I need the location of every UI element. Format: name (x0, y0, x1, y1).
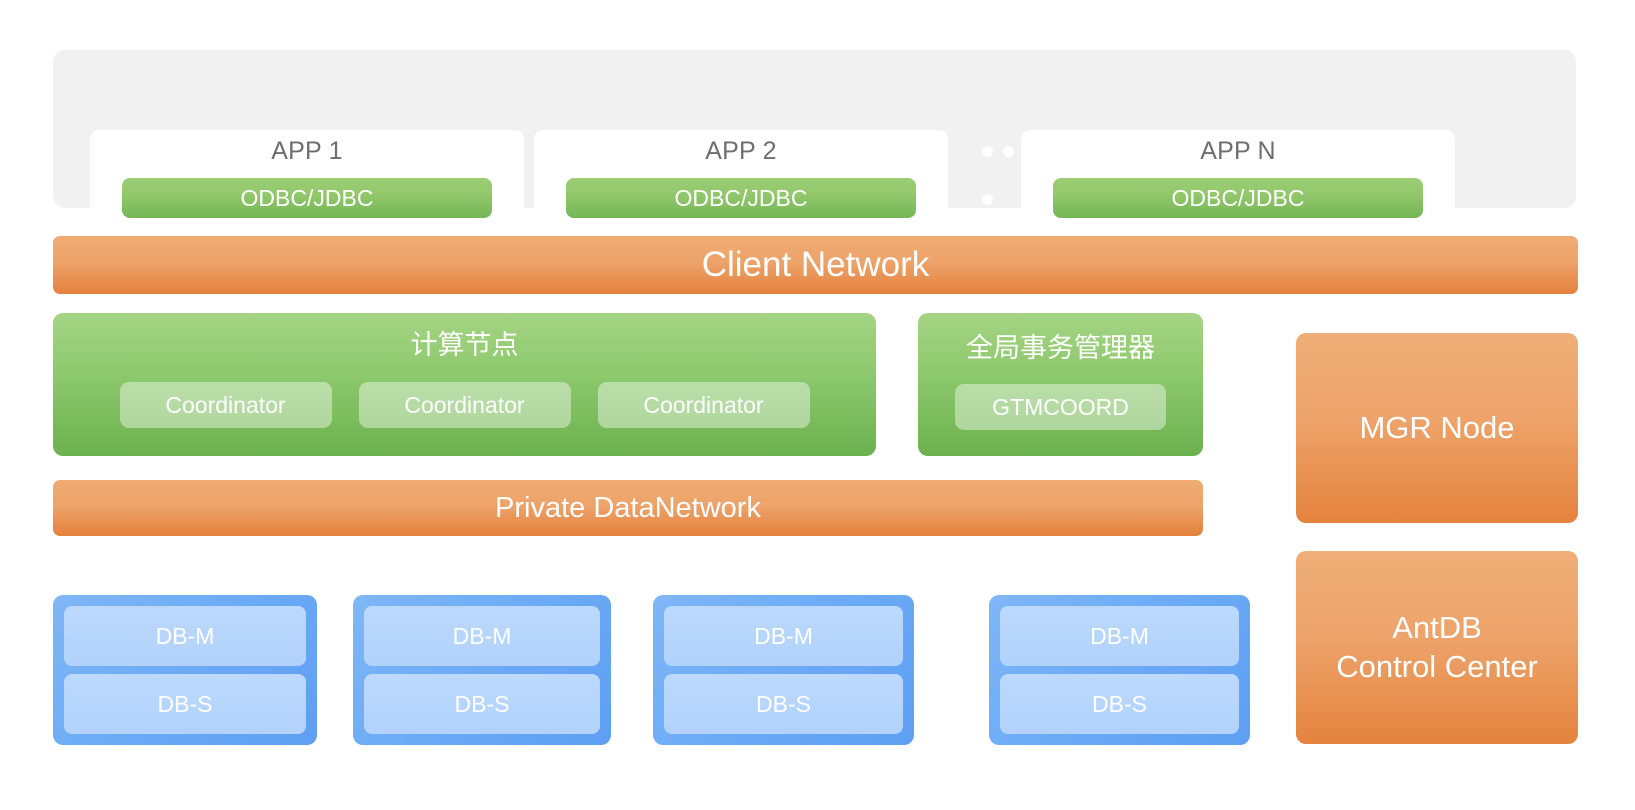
coordinator-node[interactable]: Coordinator (358, 382, 571, 428)
db-master-node[interactable]: DB-M (64, 606, 306, 666)
app-card-2[interactable]: APP 2 ODBC/JDBC (534, 130, 948, 228)
odbc-jdbc-connector[interactable]: ODBC/JDBC (122, 178, 492, 218)
global-transaction-manager-panel: 全局事务管理器 GTMCOORD (918, 313, 1203, 456)
control-center-line-2: Control Center (1336, 648, 1538, 684)
database-group[interactable]: DB-M DB-S (989, 595, 1250, 745)
database-group[interactable]: DB-M DB-S (653, 595, 914, 745)
gtmcoord-row: GTMCOORD (918, 384, 1203, 430)
odbc-jdbc-connector[interactable]: ODBC/JDBC (1053, 178, 1423, 218)
compute-node-title: 计算节点 (410, 330, 519, 360)
compute-node-panel: 计算节点 Coordinator Coordinator Coordinator (53, 313, 876, 456)
coordinator-row: Coordinator Coordinator Coordinator (53, 382, 876, 428)
app-card-1[interactable]: APP 1 ODBC/JDBC (90, 130, 524, 228)
app-card-n[interactable]: APP N ODBC/JDBC (1021, 130, 1455, 228)
application-layer-panel: APP 1 ODBC/JDBC APP 2 ODBC/JDBC APP N OD… (53, 50, 1576, 228)
control-center-line-1: AntDB (1392, 609, 1482, 645)
database-group[interactable]: DB-M DB-S (353, 595, 611, 745)
app-card-title: APP 2 (705, 137, 777, 165)
gtmcoord-node[interactable]: GTMCOORD (955, 384, 1166, 430)
client-network-band: Client Network (53, 236, 1578, 294)
db-slave-node[interactable]: DB-S (664, 674, 903, 734)
db-slave-node[interactable]: DB-S (1000, 674, 1239, 734)
db-master-node[interactable]: DB-M (1000, 606, 1239, 666)
private-datanetwork-band: Private DataNetwork (53, 480, 1203, 536)
gtm-title: 全局事务管理器 (966, 333, 1155, 363)
db-master-node[interactable]: DB-M (364, 606, 600, 666)
db-slave-node[interactable]: DB-S (64, 674, 306, 734)
ellipsis-dot (982, 194, 993, 205)
odbc-jdbc-connector[interactable]: ODBC/JDBC (566, 178, 916, 218)
ellipsis-dot (982, 146, 993, 157)
app-card-title: APP N (1200, 137, 1276, 165)
db-slave-node[interactable]: DB-S (364, 674, 600, 734)
db-master-node[interactable]: DB-M (664, 606, 903, 666)
app-card-title: APP 1 (271, 137, 343, 165)
coordinator-node[interactable]: Coordinator (597, 382, 810, 428)
database-group[interactable]: DB-M DB-S (53, 595, 317, 745)
antdb-control-center-card[interactable]: AntDB Control Center (1296, 551, 1578, 744)
coordinator-node[interactable]: Coordinator (119, 382, 332, 428)
mgr-node-card[interactable]: MGR Node (1296, 333, 1578, 523)
control-center-label: AntDB Control Center (1336, 609, 1538, 687)
ellipsis-dot (1003, 146, 1014, 157)
